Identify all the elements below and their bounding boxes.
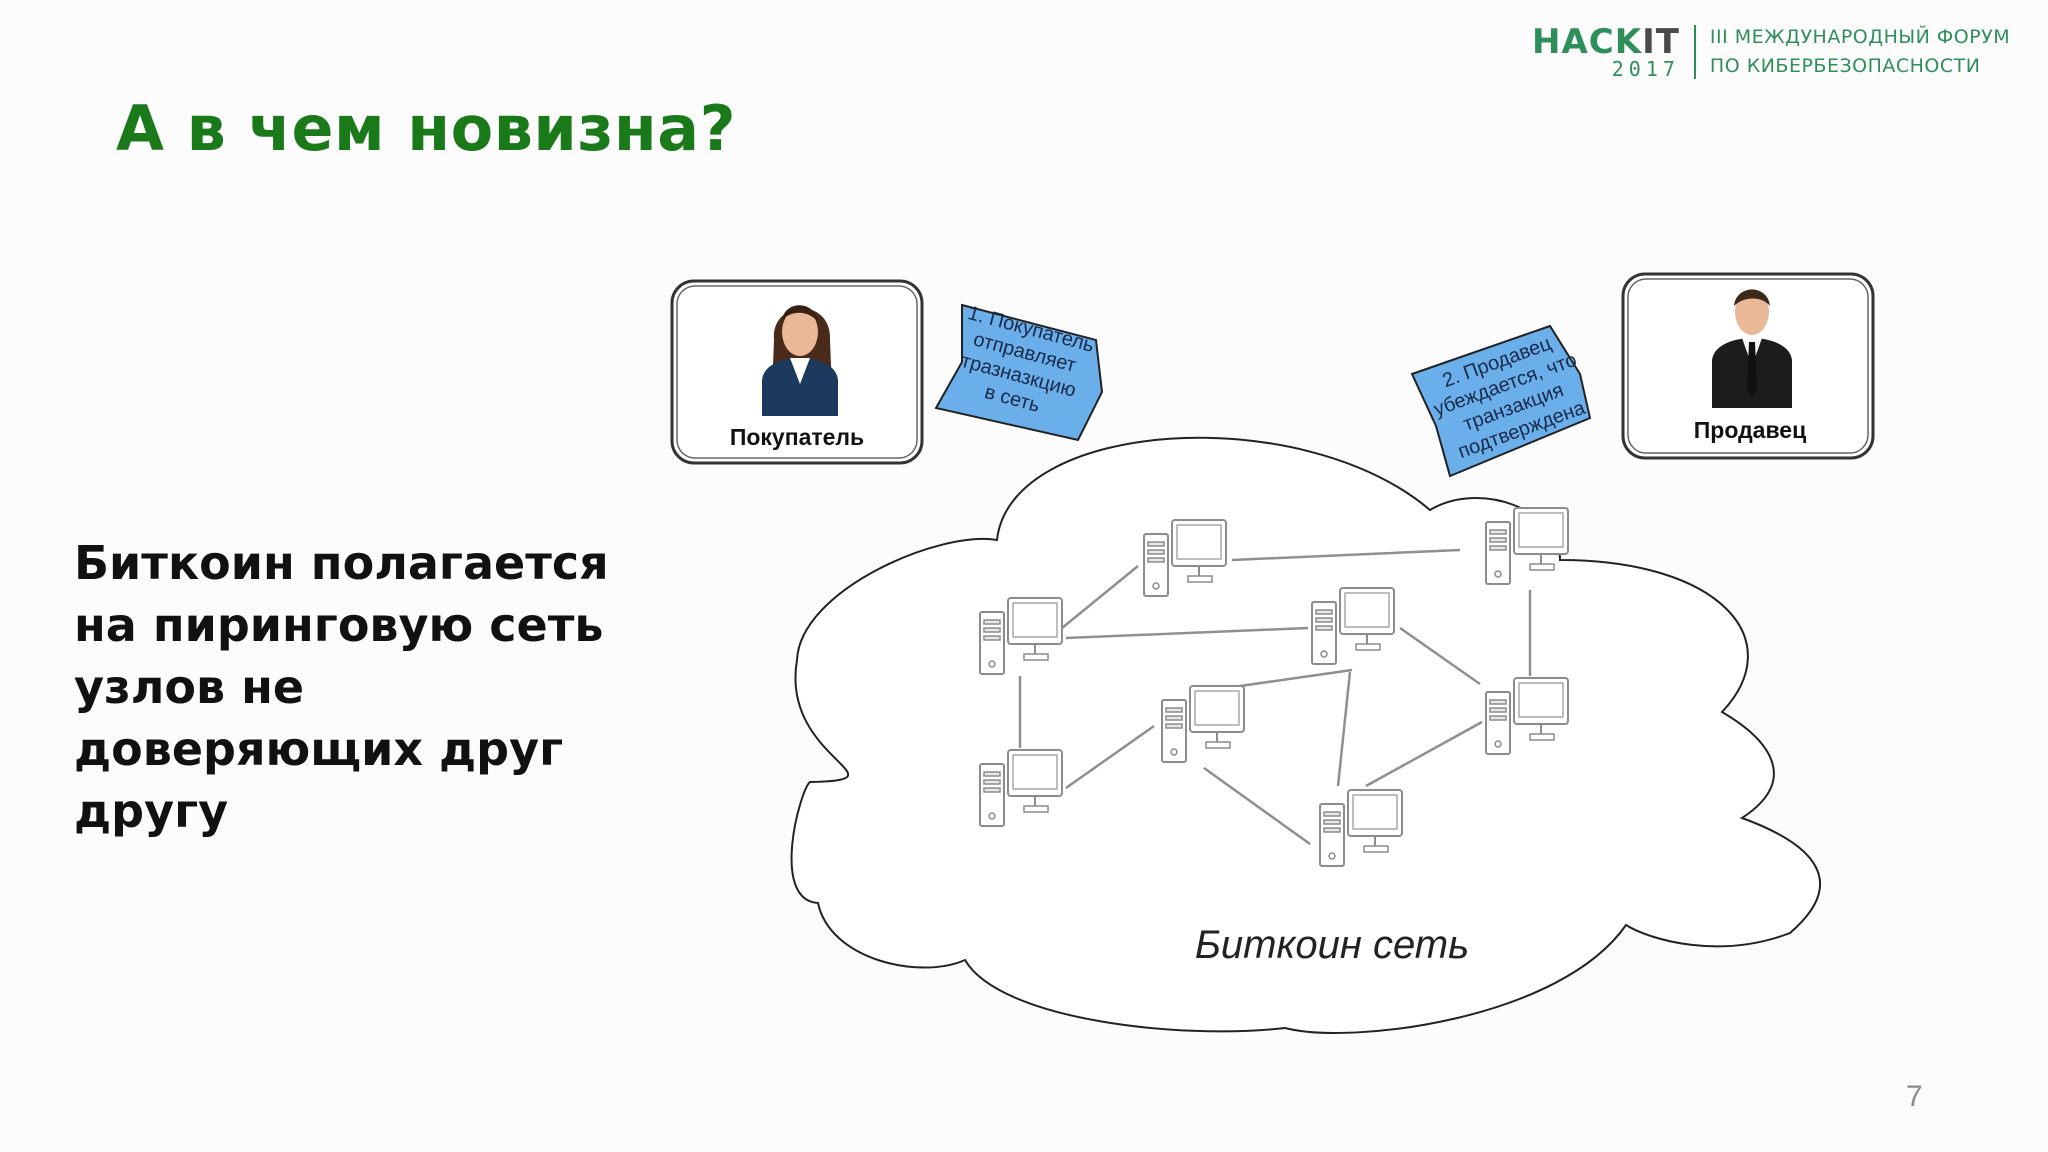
body-line: Биткоин полагается (74, 536, 609, 590)
network-links (1018, 548, 1532, 846)
body-line: доверяющих друг (74, 722, 564, 776)
businessman-icon (1712, 289, 1792, 408)
buyer-label: Покупатель (730, 424, 864, 450)
body-line: другу (74, 784, 229, 838)
buyer-step-note: 1. Покупатель отправляет тразназкцию в с… (934, 302, 1104, 442)
logo-brand: HACKIT 2017 (1532, 24, 1680, 80)
logo-forum-line-2: ПО КИБЕРБЕЗОПАСНОСТИ (1709, 55, 1981, 77)
logo-forum-text: III МЕЖДУНАРОДНЫЙ ФОРУМ ПО КИБЕРБЕЗОПАСН… (1710, 23, 2010, 81)
seller-step-note: 2. Продавец убеждается, что транзакция п… (1410, 324, 1592, 478)
logo-year: 2017 (1611, 57, 1680, 81)
network-label: Биткоин сеть (1195, 923, 1469, 967)
slide-title: А в чем новизна? (116, 92, 737, 165)
page-number: 7 (1906, 1080, 1923, 1113)
slide-body-text: Биткоин полагается на пиринговую сеть уз… (74, 532, 634, 842)
hackit-logo: HACKIT 2017 III МЕЖДУНАРОДНЫЙ ФОРУМ ПО К… (1532, 22, 2010, 82)
logo-it-text: IT (1642, 22, 1680, 62)
buyer-card: Покупатель (670, 279, 924, 465)
logo-wordmark: HACKIT (1532, 24, 1680, 60)
seller-card: Продавец (1621, 272, 1875, 460)
businesswoman-icon (762, 305, 838, 416)
logo-divider (1693, 25, 1696, 79)
logo-hack-text: HACK (1532, 22, 1643, 62)
body-line: на пиринговую сеть (74, 598, 604, 652)
body-line: узлов не (74, 660, 305, 714)
seller-label: Продавец (1694, 417, 1806, 443)
logo-forum-line-1: III МЕЖДУНАРОДНЫЙ ФОРУМ (1709, 26, 2011, 48)
